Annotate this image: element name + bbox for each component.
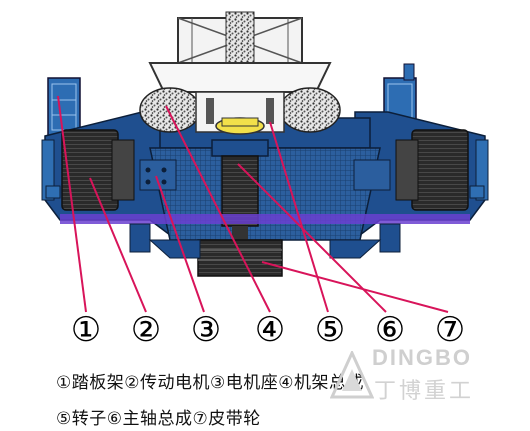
- drive-motor-left: [61, 129, 135, 211]
- callout-4: ④: [254, 310, 286, 350]
- watermark: DINGBO 丁博重工: [330, 345, 520, 420]
- watermark-brand-en: DINGBO: [372, 345, 472, 370]
- leader-lines: [57, 95, 449, 313]
- callout-5: ⑤: [314, 310, 346, 350]
- feed-hopper: [148, 11, 332, 93]
- leader-line-7: [261, 261, 449, 313]
- frame-base: [129, 223, 401, 259]
- triangle-mountain-logo-icon: [330, 351, 374, 399]
- leader-line-4: [165, 105, 271, 313]
- belt-pulley: [197, 239, 283, 277]
- leader-line-1: [57, 95, 87, 313]
- watermark-brand-cn: 丁博重工: [374, 379, 475, 404]
- drive-belt: [60, 214, 470, 224]
- legend-line-1: ①踏板架②传动电机③电机座④机架总成: [56, 373, 364, 393]
- leader-line-3: [155, 175, 205, 313]
- callout-1: ①: [70, 310, 102, 350]
- callout-6: ⑥: [374, 310, 406, 350]
- drive-motor-right: [395, 129, 469, 211]
- callout-3: ③: [190, 310, 222, 350]
- callout-7: ⑦: [434, 310, 466, 350]
- rotor: [215, 117, 265, 135]
- motor-seat: [139, 159, 391, 191]
- leader-line-2: [89, 177, 147, 313]
- callout-2: ②: [130, 310, 162, 350]
- legend-line-2: ⑤转子⑥主轴总成⑦皮带轮: [56, 409, 261, 429]
- pedal-frame-left: [47, 77, 81, 137]
- leader-line-6: [237, 163, 387, 313]
- leader-line-5: [269, 121, 329, 313]
